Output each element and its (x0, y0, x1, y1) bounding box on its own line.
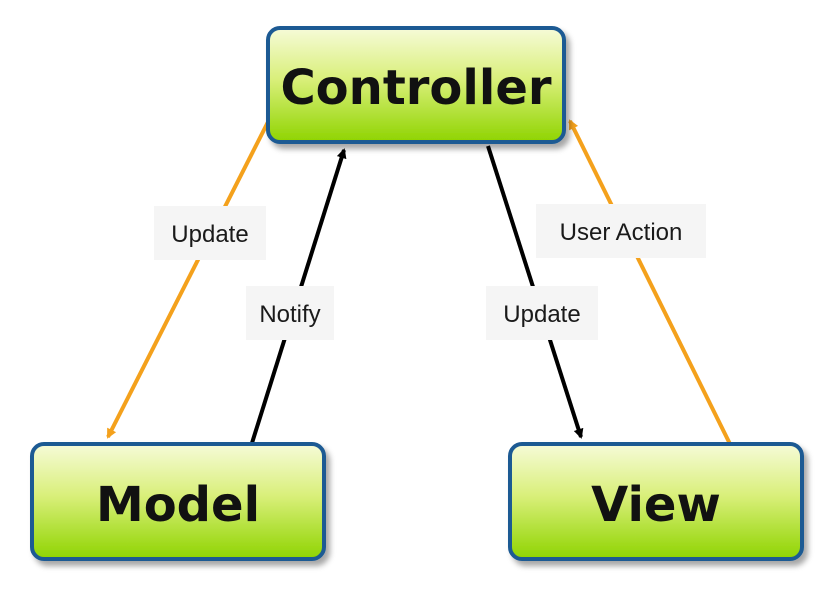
model-label: Model (96, 477, 260, 533)
edge-view-to-controller-label: User Action (560, 219, 683, 246)
controller-node: Controller (266, 26, 566, 144)
edge-model-to-controller-label: Notify (259, 301, 320, 328)
edge-controller-to-model-label: Update (171, 221, 248, 248)
edge-controller-to-view-label: Update (503, 301, 580, 328)
model-node: Model (30, 442, 326, 561)
edge-controller-to-view-label-box: Update (486, 286, 598, 340)
edge-controller-to-model-arrow (106, 117, 272, 439)
edge-model-to-controller-label-box: Notify (246, 286, 334, 340)
edge-controller-to-model-label-box: Update (154, 206, 266, 260)
view-label: View (591, 477, 721, 533)
controller-label: Controller (280, 60, 551, 116)
view-node: View (508, 442, 804, 561)
edge-view-to-controller-arrow (568, 119, 732, 445)
edge-view-to-controller-label-box: User Action (536, 204, 706, 258)
